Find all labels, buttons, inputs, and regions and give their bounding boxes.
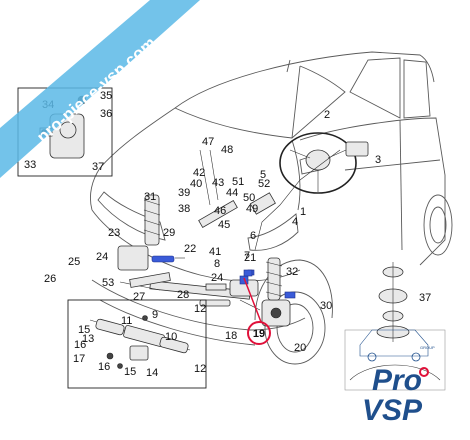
callout-5: 5 bbox=[260, 169, 266, 181]
callout-6: 6 bbox=[250, 230, 256, 242]
callout-16: 16 bbox=[74, 339, 86, 351]
callout-20: 20 bbox=[294, 342, 306, 354]
callout-12: 12 bbox=[194, 363, 206, 375]
callout-39: 39 bbox=[178, 187, 190, 199]
callout-25: 25 bbox=[68, 256, 80, 268]
inset-rack-detail bbox=[67, 299, 207, 389]
callout-7: 7 bbox=[244, 250, 250, 262]
left-strut bbox=[117, 194, 227, 291]
callout-30: 30 bbox=[320, 300, 332, 312]
callout-47: 47 bbox=[202, 136, 214, 148]
callout-labels: 1234567891011121213141515161617182021222… bbox=[24, 90, 431, 379]
callout-15: 15 bbox=[124, 366, 136, 378]
callout-52: 52 bbox=[258, 178, 270, 190]
callout-11: 11 bbox=[121, 315, 132, 327]
inset-suspension-mount bbox=[344, 262, 446, 391]
callout-27: 27 bbox=[133, 291, 145, 303]
callout-26: 26 bbox=[44, 273, 56, 285]
callout-21: 21 bbox=[244, 252, 256, 264]
callout-43: 43 bbox=[212, 177, 224, 189]
callout-40: 40 bbox=[190, 178, 202, 190]
callout-50: 50 bbox=[243, 192, 255, 204]
callout-38: 38 bbox=[178, 203, 190, 215]
callout-22: 22 bbox=[184, 243, 196, 255]
logo-group-text: GROUP bbox=[420, 345, 435, 350]
watermark-banner: pro-piece-vsp.com bbox=[0, 0, 200, 178]
callout-44: 44 bbox=[226, 187, 238, 199]
callout-13: 13 bbox=[82, 333, 94, 345]
logo-text-vsp: VSP bbox=[362, 394, 423, 427]
callout-32: 32 bbox=[286, 266, 298, 278]
callout-41: 41 bbox=[209, 246, 221, 258]
steering-column bbox=[198, 141, 369, 251]
callout-8: 8 bbox=[214, 258, 220, 270]
callout-36: 36 bbox=[100, 108, 112, 120]
callout-17: 17 bbox=[73, 353, 85, 365]
callout-10: 10 bbox=[165, 331, 177, 343]
callout-37: 37 bbox=[92, 161, 104, 173]
steering-wheel bbox=[279, 132, 357, 194]
callout-35: 35 bbox=[100, 90, 112, 102]
callout-9: 9 bbox=[152, 309, 158, 321]
highlight-part-number: 19 bbox=[253, 328, 265, 340]
callout-42: 42 bbox=[193, 167, 205, 179]
callout-14: 14 bbox=[146, 367, 158, 379]
callout-46: 46 bbox=[214, 205, 226, 217]
highlight-ring-19 bbox=[247, 321, 271, 345]
callout-51: 51 bbox=[232, 176, 244, 188]
callout-45: 45 bbox=[218, 219, 230, 231]
callout-49: 49 bbox=[246, 203, 258, 215]
highlight-leader bbox=[243, 277, 262, 323]
callout-1: 1 bbox=[300, 206, 306, 218]
logo-text-pro: Pro bbox=[372, 364, 422, 397]
callout-53: 53 bbox=[102, 277, 114, 289]
provsp-logo: GROUP Pro VSP bbox=[359, 329, 435, 427]
callout-3: 3 bbox=[375, 154, 381, 166]
callout-4: 4 bbox=[292, 216, 298, 228]
callout-37: 37 bbox=[419, 292, 431, 304]
callout-18: 18 bbox=[225, 330, 237, 342]
callout-24: 24 bbox=[96, 251, 108, 263]
callout-16: 16 bbox=[98, 361, 110, 373]
callout-2: 2 bbox=[324, 109, 330, 121]
callout-23: 23 bbox=[108, 227, 120, 239]
callout-28: 28 bbox=[177, 289, 189, 301]
right-strut bbox=[243, 257, 296, 301]
callout-29: 29 bbox=[163, 227, 175, 239]
callout-48: 48 bbox=[221, 144, 233, 156]
callout-12: 12 bbox=[194, 303, 206, 315]
callout-31: 31 bbox=[144, 191, 156, 203]
callout-33: 33 bbox=[24, 159, 36, 171]
callout-24: 24 bbox=[211, 272, 223, 284]
callout-15: 15 bbox=[78, 324, 90, 336]
